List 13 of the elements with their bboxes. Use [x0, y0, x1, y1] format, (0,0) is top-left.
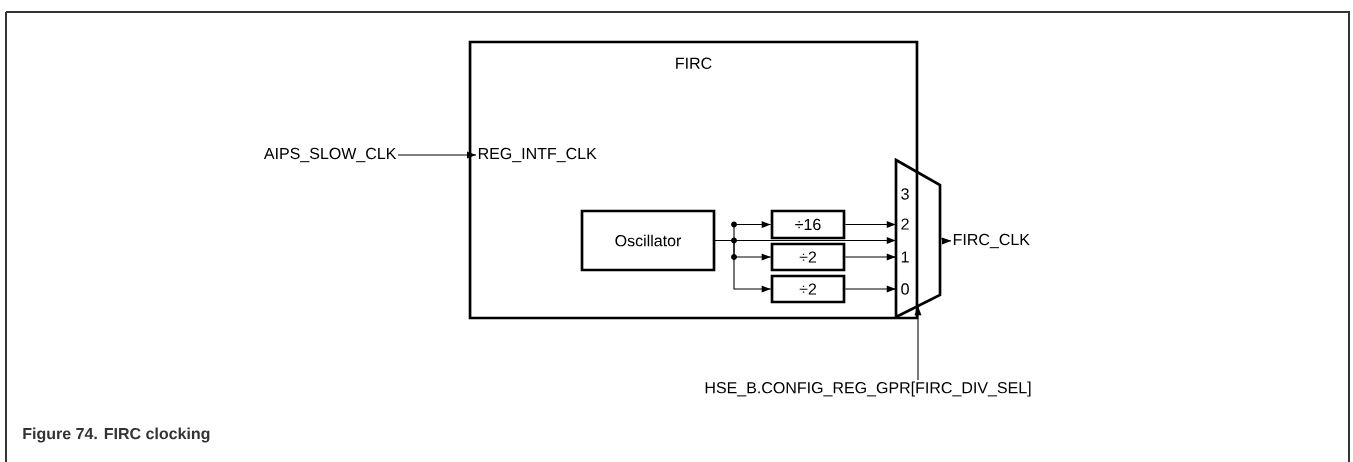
arrow [714, 239, 772, 293]
arrow [844, 221, 897, 228]
oscillator-box: Oscillator [580, 209, 716, 272]
arrow [939, 237, 952, 245]
arrow [914, 305, 922, 381]
signal-label: FIRC_CLK [953, 233, 1030, 249]
arrow [397, 151, 477, 159]
signal-label: HSE_B.CONFIG_REG_GPR[FIRC_DIV_SEL] [705, 381, 1031, 397]
arrow [844, 253, 897, 261]
port-label: REG_INTF_CLK [478, 147, 597, 163]
figure-caption: Figure 74. FIRC clocking [23, 427, 210, 443]
signal-label: AIPS_SLOW_CLK [263, 147, 397, 163]
arrow [844, 285, 897, 293]
